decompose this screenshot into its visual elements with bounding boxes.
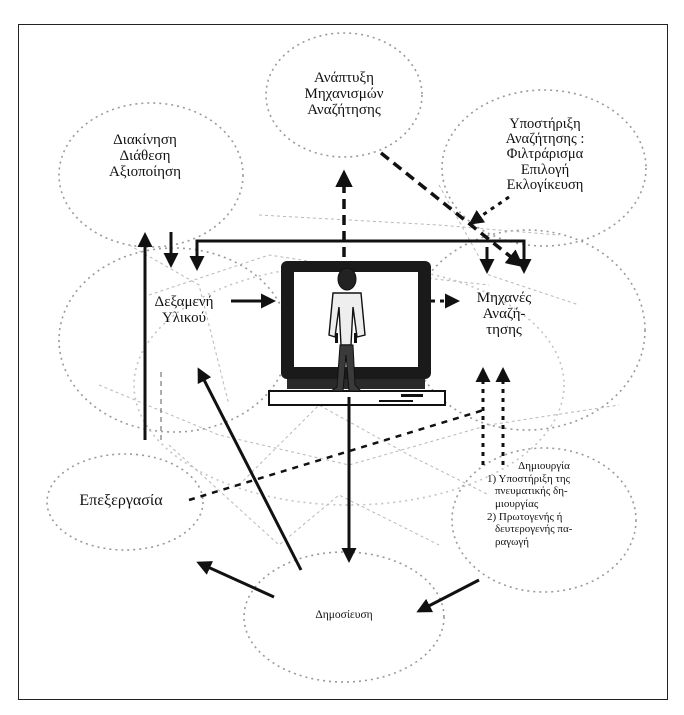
bubble-reservoir (58, 247, 290, 433)
node-publication: Δημοσίευση (315, 609, 373, 621)
bubble-publication (243, 551, 445, 683)
node-creation: Δημιουργία 1) Υποστήριξη της πνευματικής… (487, 460, 573, 548)
workflow-diagram (46, 32, 647, 683)
node-search-support: Υποστήριξη Αναζήτησης : Φιλτράρισμα Επιλ… (505, 116, 585, 193)
bubble-distribution (58, 102, 244, 248)
node-search-mechanisms: Ανάπτυξη Μηχανισμών Αναζήτησης (304, 70, 384, 118)
figure-frame: Ανάπτυξη Μηχανισμών Αναζήτησης Διακίνηση… (18, 24, 668, 700)
node-distribution: Διακίνηση Διάθεση Αξιοποίηση (109, 132, 181, 180)
bubble-search-mechanisms (265, 32, 423, 158)
node-search-engines: Μηχανές Αναζή- τησης (476, 290, 532, 338)
bubble-processing (46, 453, 204, 551)
bubble-search-support (441, 89, 647, 247)
bubble-creation (451, 447, 637, 593)
node-processing: Επεξεργασία (79, 492, 163, 509)
node-reservoir: Δεξαμενή Υλικού (154, 294, 214, 326)
computer-monitor-illustration (268, 261, 446, 406)
